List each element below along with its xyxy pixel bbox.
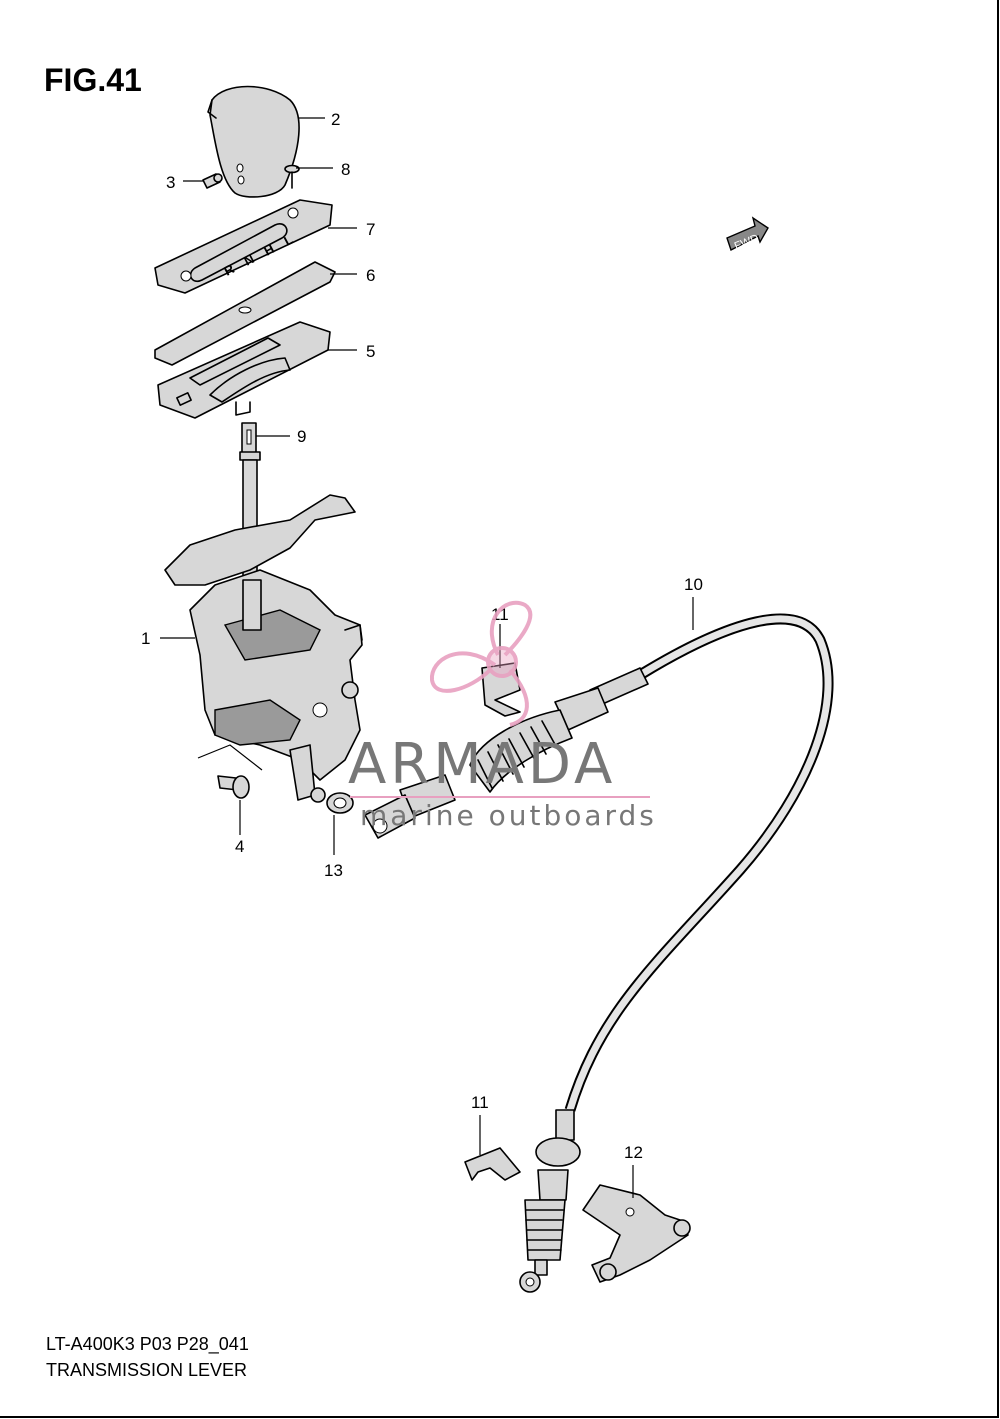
callout-8: 8 [341,160,350,179]
part-cable [364,613,834,1293]
figure-caption: TRANSMISSION LEVER [46,1360,247,1380]
watermark-brand: ARMADA [348,732,616,797]
callout-10: 10 [684,575,703,594]
callout-13: 13 [324,861,343,880]
part-knob [207,85,300,198]
leader-lines [160,117,694,1198]
callout-2: 2 [331,110,340,129]
watermark: ARMADA marine outboards [348,601,657,832]
part-bracket-12 [582,1184,691,1283]
fwd-arrow-icon: FWD [726,216,769,253]
part-bolt-4 [217,775,250,799]
part-lever-assembly [164,494,363,803]
callout-7: 7 [366,220,375,239]
callout-11-lower: 11 [471,1093,489,1112]
callout-labels: 2 3 8 7 6 5 9 1 4 13 10 11 11 12 [141,110,703,1162]
callout-6: 6 [366,266,375,285]
part-screw-8 [284,164,300,189]
callout-5: 5 [366,342,375,361]
part-screw-3 [202,173,223,189]
part-bushing-13 [326,792,354,814]
callout-1: 1 [141,629,150,648]
watermark-propeller-icon [429,601,533,727]
model-code: LT-A400K3 P03 P28_041 [46,1334,249,1355]
callout-3: 3 [166,173,175,192]
callout-12: 12 [624,1143,643,1162]
part-indicator-plate: R N H L [154,199,333,294]
callout-9: 9 [297,427,306,446]
callout-4: 4 [235,837,244,856]
part-clip-11-lower [464,1147,521,1181]
watermark-tagline: marine outboards [360,799,657,832]
part-seal [154,261,336,366]
figure-title: FIG.41 [44,62,142,98]
